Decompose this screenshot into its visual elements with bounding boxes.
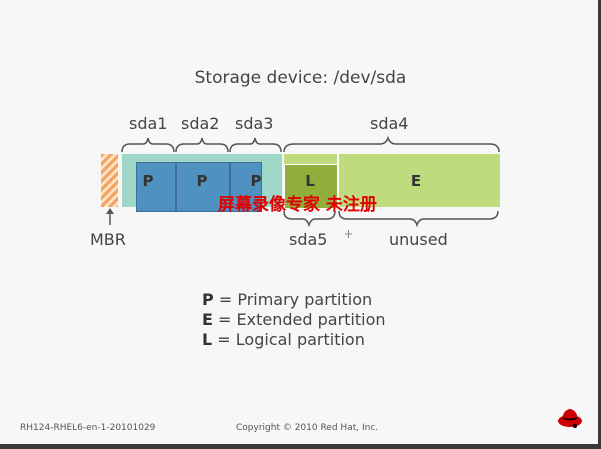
primary-partition-1 <box>136 162 176 212</box>
primary-letter-2: P <box>196 172 208 190</box>
extended-divider <box>337 154 339 207</box>
legend-key-p: P <box>202 290 214 309</box>
bracket-sda4 <box>283 135 500 153</box>
primary-letter-1: P <box>142 172 154 190</box>
legend-text-p: = Primary partition <box>218 290 373 309</box>
label-sda5: sda5 <box>289 230 328 249</box>
footer-course-code: RH124-RHEL6-en-1-20101029 <box>20 423 156 433</box>
primary-partition-3 <box>230 162 262 212</box>
redhat-shadowman-icon <box>558 409 582 428</box>
bracket-sda5 <box>283 210 336 228</box>
logical-partition <box>284 164 337 208</box>
watermark-text: 屏幕录像专家 未注册 <box>218 195 377 215</box>
legend-key-e: E <box>202 310 213 329</box>
label-sda3: sda3 <box>235 114 274 133</box>
label-unused: unused <box>389 230 448 249</box>
label-mbr: MBR <box>90 230 126 249</box>
footer-copyright: Copyright © 2010 Red Hat, Inc. <box>236 423 379 433</box>
bracket-unused <box>338 210 499 228</box>
legend-text-l: = Logical partition <box>217 330 365 349</box>
legend-extended: E = Extended partition <box>202 310 386 329</box>
legend-logical: L = Logical partition <box>202 330 365 349</box>
primary-partition-2 <box>176 162 230 212</box>
label-sda4: sda4 <box>370 114 409 133</box>
legend-primary: P = Primary partition <box>202 290 372 309</box>
bracket-sda1 <box>121 137 175 153</box>
label-sda1: sda1 <box>129 114 168 133</box>
legend-key-l: L <box>202 330 213 349</box>
diagram-title: Storage device: /dev/sda <box>194 68 407 88</box>
primary-letter-3: P <box>250 172 262 190</box>
bracket-sda3 <box>229 137 282 153</box>
logical-letter: L <box>305 172 315 190</box>
legend-text-e: = Extended partition <box>218 310 386 329</box>
extended-letter: E <box>410 172 422 190</box>
bracket-sda2 <box>175 137 229 153</box>
label-sda2: sda2 <box>181 114 220 133</box>
mbr-block <box>101 154 118 207</box>
